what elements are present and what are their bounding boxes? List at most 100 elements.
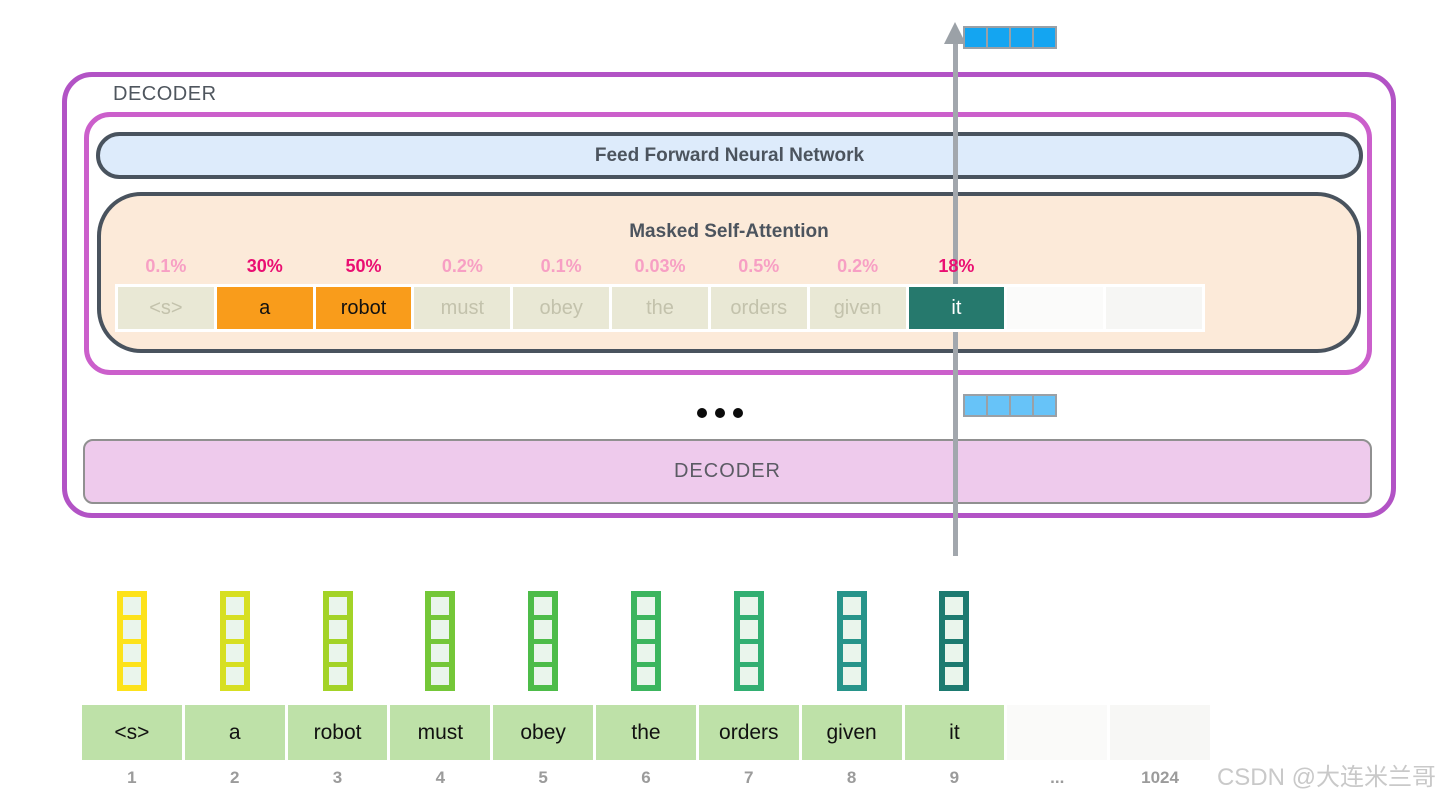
embedding-vector-cell [122,620,141,639]
masked-self-attention-label: Masked Self-Attention [629,221,829,242]
embedding-vector-slot [1007,591,1107,691]
attention-percent-label: 0.2% [837,256,879,276]
embedding-vector-cell [945,666,964,685]
attention-token-cell: must [414,287,511,329]
embedding-vector-cell [945,597,964,616]
embedding-vector-cell [431,643,450,662]
position-index-label: 8 [846,768,857,787]
attention-token-cell: a [216,287,313,329]
embedding-vector-cell [739,643,758,662]
attention-percent-label: 30% [246,256,283,276]
embedding-vector-cell [534,643,553,662]
output-vector-cell [965,396,986,415]
embedding-vector-cell [739,620,758,639]
input-token-cell: the [596,705,696,760]
embedding-vector-cell [328,643,347,662]
position-index-label: 7 [744,768,754,787]
attention-percent-label [1106,256,1202,277]
output-vector-cell [1011,396,1032,415]
attention-percent-label: 0.1% [540,256,582,276]
embedding-vector-cell [122,597,141,616]
decoder-outer-label: DECODER [113,83,217,105]
output-vector-top [963,26,1057,49]
output-vector-cell [1034,396,1055,415]
embedding-vector-cell [328,597,347,616]
attention-token-cell: <s> [118,287,214,329]
position-index-label: 1 [127,768,137,787]
attention-token-cell [1106,287,1202,329]
embedding-vector-cell [431,620,450,639]
position-index-label: 9 [949,768,960,787]
embedding-vector [219,591,250,691]
embedding-vector-cell [842,666,861,685]
layers-ellipsis [697,407,743,418]
decoder-bottom-box: DECODER [83,439,1372,504]
embedding-vector-cell [328,666,347,685]
position-index-label: 3 [332,768,343,787]
position-index-label: 1024 [1141,768,1179,787]
decoder-bottom-label: DECODER [673,460,781,482]
embedding-vector-cell [945,620,964,639]
ellipsis-dot [697,407,707,418]
embedding-vector [528,591,559,691]
embedding-vector-cell [431,597,450,616]
embedding-vector-cell [431,666,450,685]
embedding-vector-slot [699,591,799,691]
attention-percent-row: 0.1%30%50%0.2%0.1%0.03%0.5%0.2%18% [118,256,1202,277]
input-token-cell: given [801,705,902,760]
embedding-vector-cell [739,597,758,616]
embedding-vector-cell [225,666,244,685]
embedding-vector-cell [636,597,655,616]
output-vector-cell [965,28,986,47]
embedding-vector-cell [225,643,244,662]
attention-token-cell: the [612,287,708,329]
position-index-label: 5 [538,768,548,787]
ellipsis-dot [733,407,743,418]
embedding-vector [425,591,456,691]
embedding-vector [836,591,867,691]
attention-percent-label: 0.1% [145,256,187,276]
attention-token-cell: orders [710,287,807,329]
embedding-vector-cell [225,597,244,616]
embedding-vector-cell [534,597,553,616]
embedding-vector-slot [390,591,490,691]
embedding-vector-cell [842,620,861,639]
input-token-cell: must [390,705,491,760]
ellipsis-dot [715,407,725,418]
attention-token-cell: given [809,287,906,329]
embedding-vector-cell [636,643,655,662]
attention-percent-label [1007,256,1103,277]
attention-percent-label: 0.03% [634,256,686,276]
embedding-vector [322,591,353,691]
embedding-vector-cell [842,643,861,662]
embedding-vector-cell [328,620,347,639]
attention-token-cell [1007,287,1104,329]
embedding-vector-slot [905,591,1005,691]
position-index-label: 6 [641,768,651,787]
embedding-vector-slot [82,591,182,691]
attention-percent-label: 0.2% [441,256,483,276]
output-vector-cell [1034,28,1055,47]
embedding-vector-slot [493,591,593,691]
input-token-cell: <s> [82,705,182,760]
input-token-cell: robot [287,705,388,760]
embedding-vector-slot [1110,591,1210,691]
embedding-vector [733,591,764,691]
input-token-cell: it [904,705,1005,760]
embedding-vector-cell [945,643,964,662]
position-index-label: 2 [229,768,240,787]
input-token-cell: orders [698,705,799,760]
embedding-vector-cell [122,643,141,662]
output-vector-mid [963,394,1057,417]
output-vector-cell [988,396,1009,415]
embedding-vector-cell [122,666,141,685]
embedding-vector [939,591,970,691]
input-token-cell [1110,705,1210,760]
input-token-cell [1007,705,1108,760]
output-vector-cell [988,28,1009,47]
embedding-vector-slot [185,591,285,691]
embedding-vectors-row [82,591,1210,691]
